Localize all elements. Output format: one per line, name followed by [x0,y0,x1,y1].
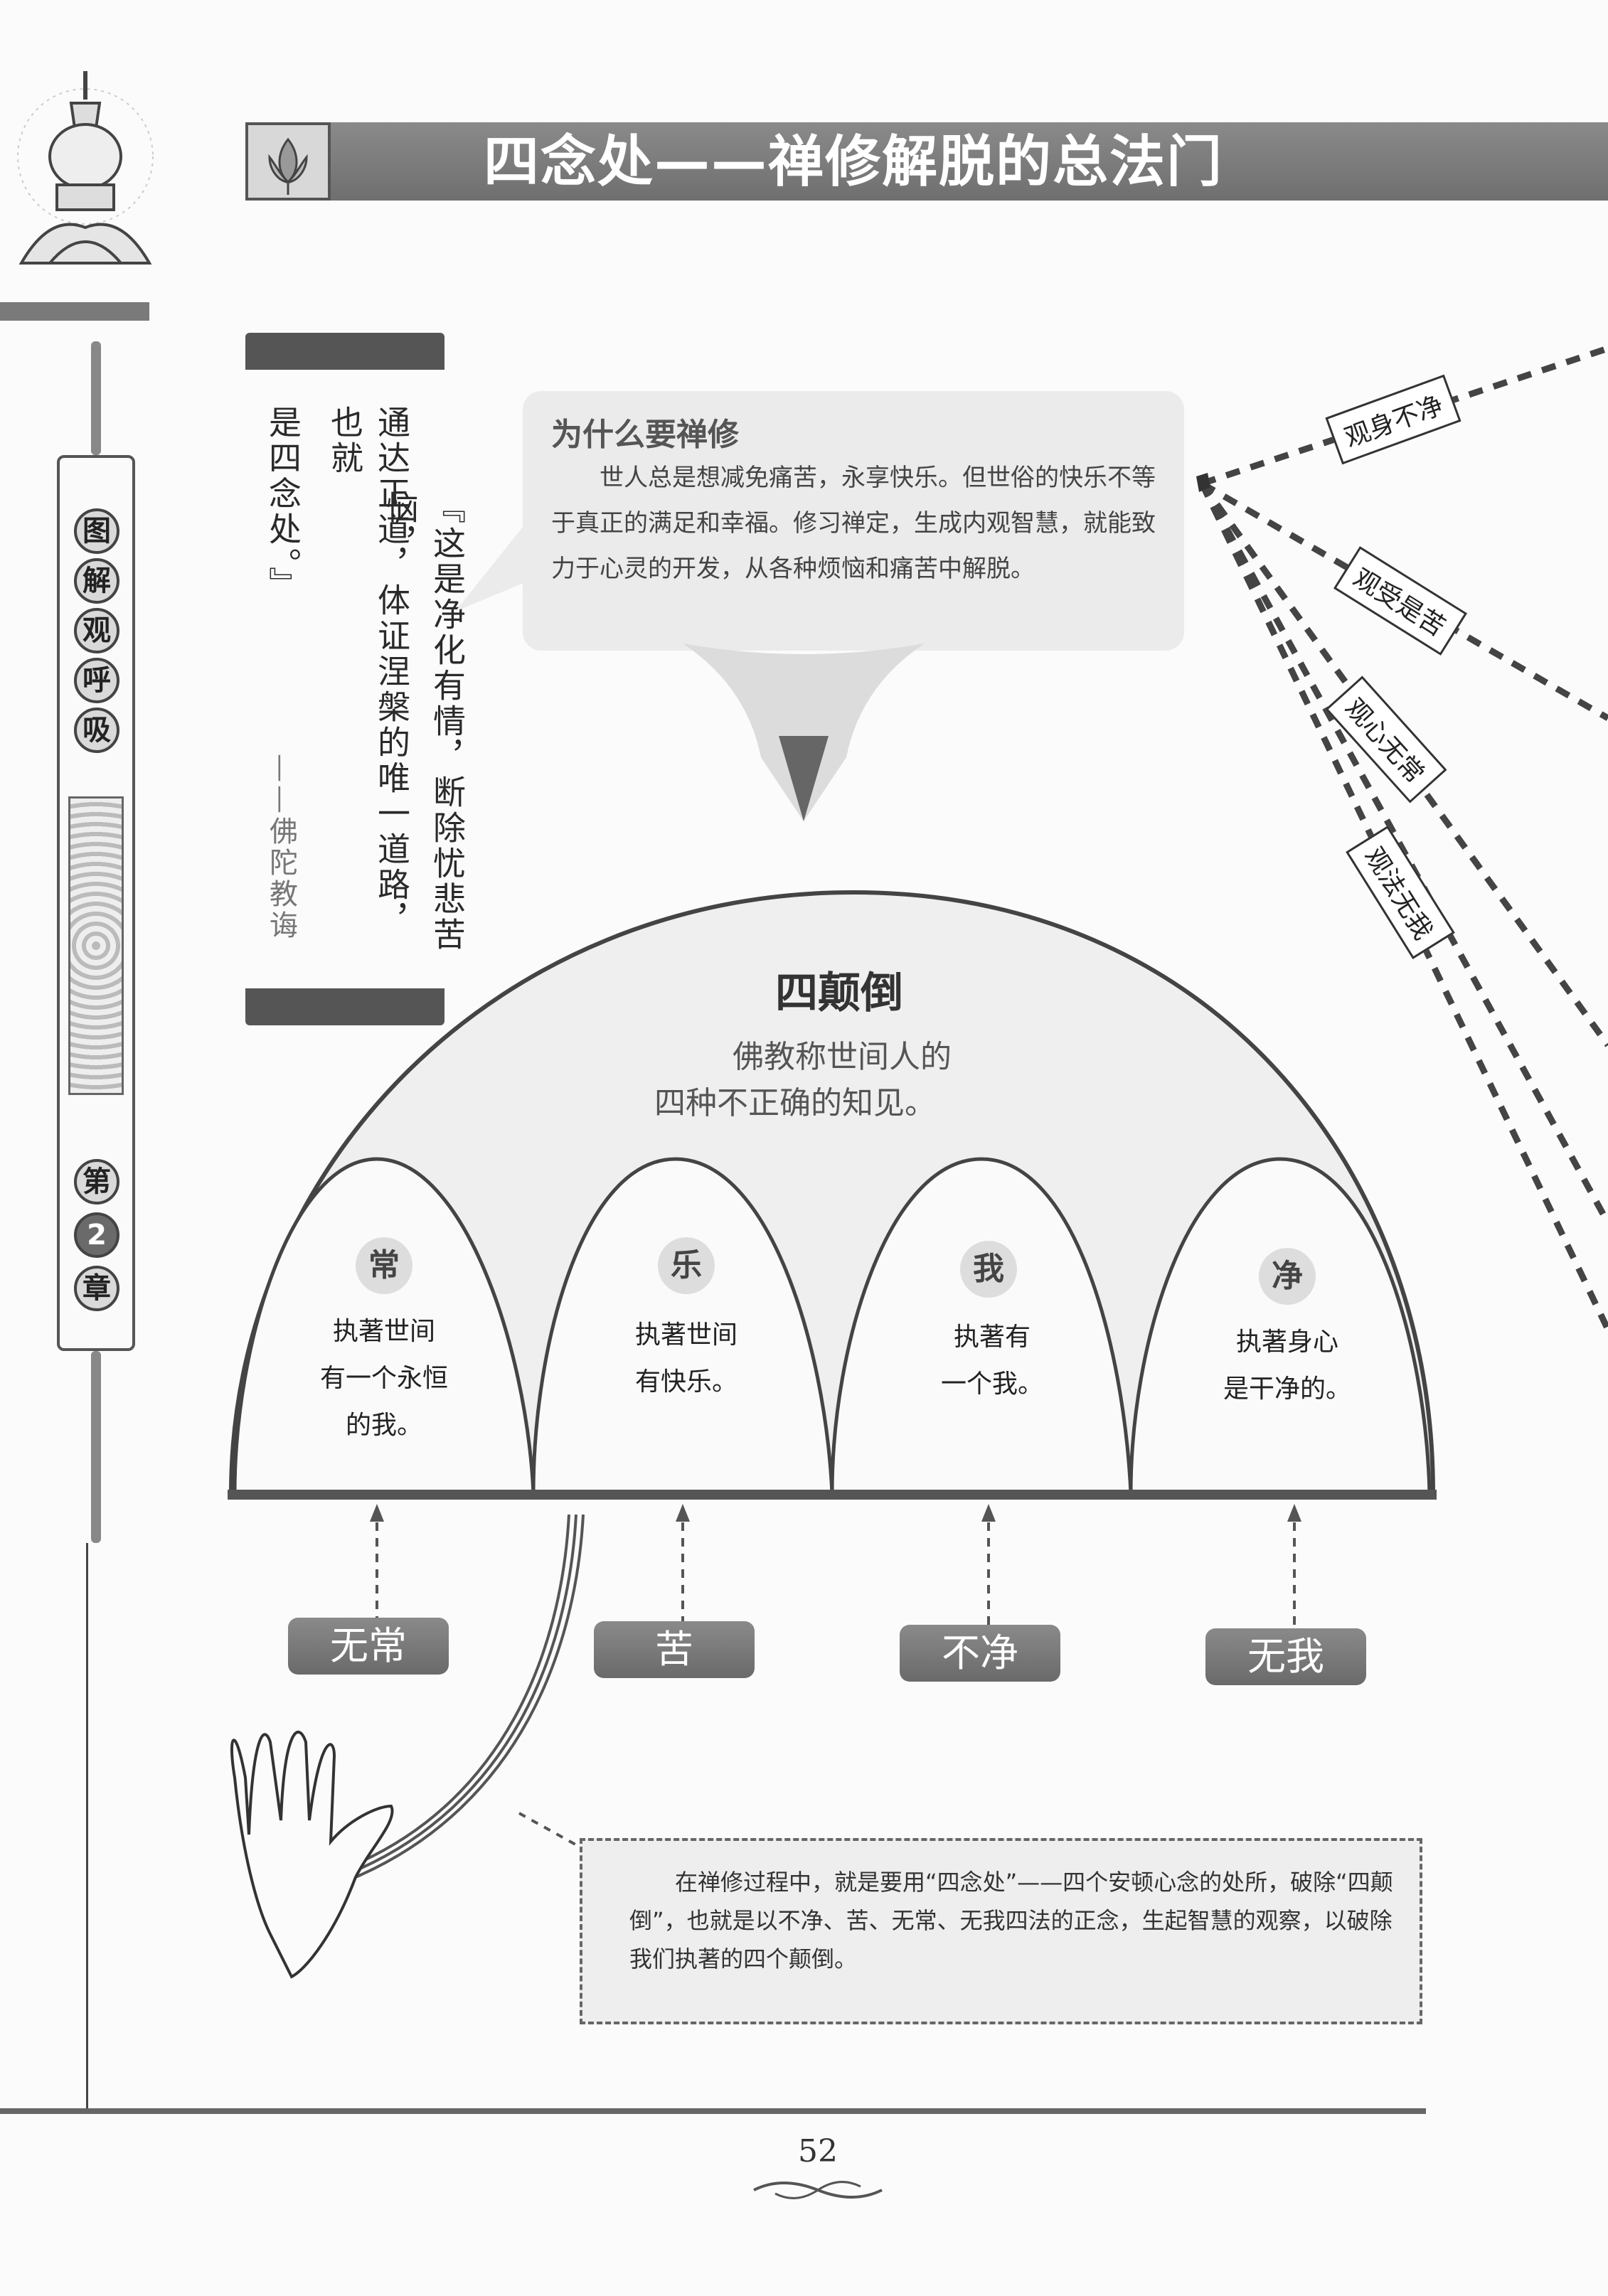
bubble-tail [455,505,541,612]
dome-subtitle-line-1: 佛教称世间人的 [733,1039,952,1075]
dome-subtitle-line-2: 四种不正确的知见。 [654,1085,936,1121]
antidote-impermanence: 无常 [288,1618,449,1675]
dome-title: 四颠倒 [775,968,903,1018]
page-number: 52 [798,2133,838,2169]
antidote-non-self: 无我 [1205,1628,1366,1685]
stupa-icon [7,50,164,287]
sidebar-vertical-line [86,1543,88,2112]
inversion-head: 常 [356,1237,412,1294]
book-title-char: 观 [74,608,119,653]
quote-top-bar [245,333,444,370]
inversion-head: 乐 [658,1237,715,1294]
bubble-text: 世人总是想减免痛苦，永享快乐。但世俗的快乐不等于真正的满足和幸福。修习禅定，生成… [551,464,1156,583]
ornament-icon [753,2181,883,2199]
inversion-text: 执著世间有快乐。 [634,1320,738,1397]
chapter-number: 2 [74,1212,119,1258]
bubble-title: 为什么要禅修 [551,417,739,453]
quote-line-3: 是四念处。』 [264,405,302,602]
chapter-char: 章 [74,1266,119,1311]
page-title: 四念处——禅修解脱的总法门 [484,130,1224,194]
antidote-suffering: 苦 [594,1621,755,1678]
book-title-char: 吸 [74,708,119,753]
scroll-rod-bottom [91,1351,101,1543]
scroll-rod-top [91,341,101,455]
quote-bottom-bar [245,988,444,1025]
book-title-char: 图 [74,508,119,554]
antidote-impurity: 不净 [900,1625,1060,1682]
inversion-head: 我 [960,1241,1017,1298]
down-arrow-icon [683,644,925,821]
footer-rule [0,2108,1426,2114]
antidote-arrows [370,1504,1301,1625]
inversion-head: 净 [1259,1248,1316,1305]
inversion-text: 执著身心是干净的。 [1223,1328,1351,1404]
quote-line-2: 通达正道，体证涅槃的唯一道路，也就 [326,405,411,939]
sidebar-rule [0,302,149,321]
scroll-pattern [68,796,124,1095]
book-title-char: 解 [74,558,119,604]
lotus-icon [245,122,331,201]
hand-icon [230,1514,585,1979]
note-text: 在禅修过程中，就是要用“四念处”——四个安顿心念的处所，破除“四颠倒”，也就是以… [629,1869,1393,1972]
quote-attribution: ——佛陀教诲 [265,754,297,941]
book-title-char: 呼 [74,658,119,703]
inversion-text: 执著世间有一个永恒的我。 [319,1317,448,1440]
inversion-text: 执著有一个我。 [940,1323,1043,1399]
header-bar [245,122,1608,201]
speech-bubble [523,391,1184,651]
dome-diagram [228,890,1437,1500]
note-box [580,1838,1422,2024]
chapter-char: 第 [74,1159,119,1205]
quote-line-1: 『这是净化有情，断除忧悲苦恼， [381,491,467,953]
